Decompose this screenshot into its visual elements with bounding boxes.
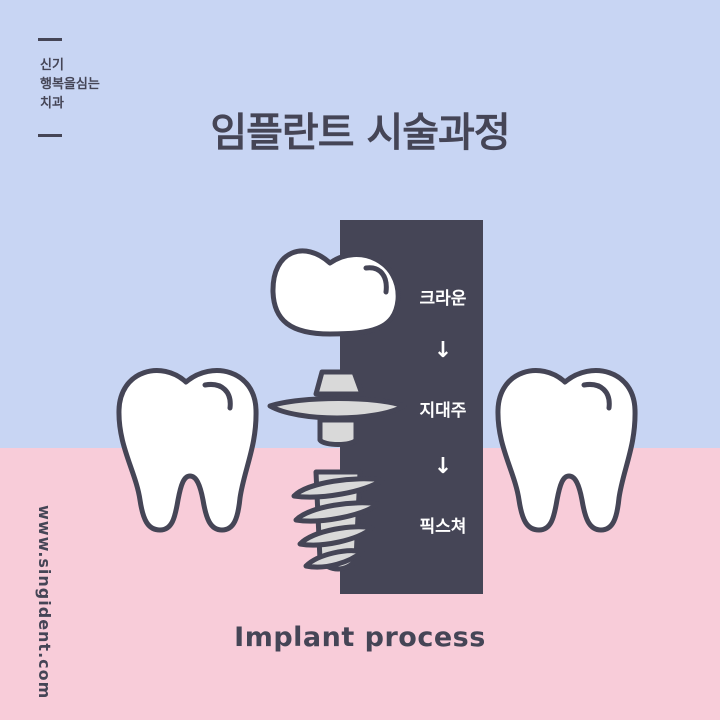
- page-title: 임플란트 시술과정: [210, 110, 510, 156]
- abutment-icon: [267, 369, 407, 447]
- crown-icon: [270, 248, 401, 337]
- right-tooth-icon: [495, 368, 638, 533]
- brand-line-2: 행복을심는: [40, 77, 100, 92]
- step-label-abutment: 지대주: [419, 401, 467, 421]
- website-url: www.singident.com: [35, 505, 54, 700]
- bottom-dash-divider: [38, 134, 62, 137]
- step-label-fixture: 픽스쳐: [419, 517, 467, 537]
- subtitle: Implant process: [234, 622, 486, 653]
- brand-line-3: 치과: [40, 96, 64, 111]
- left-tooth-icon: [116, 368, 259, 533]
- top-dash-divider: [38, 38, 62, 41]
- brand-block: 신기 행복을심는 치과: [40, 56, 100, 113]
- down-arrow-icon-1: ↓: [433, 338, 453, 363]
- brand-line-1: 신기: [40, 58, 64, 73]
- down-arrow-icon-2: ↓: [433, 454, 453, 479]
- fixture-icon: [291, 469, 385, 572]
- step-label-crown: 크라운: [419, 289, 467, 309]
